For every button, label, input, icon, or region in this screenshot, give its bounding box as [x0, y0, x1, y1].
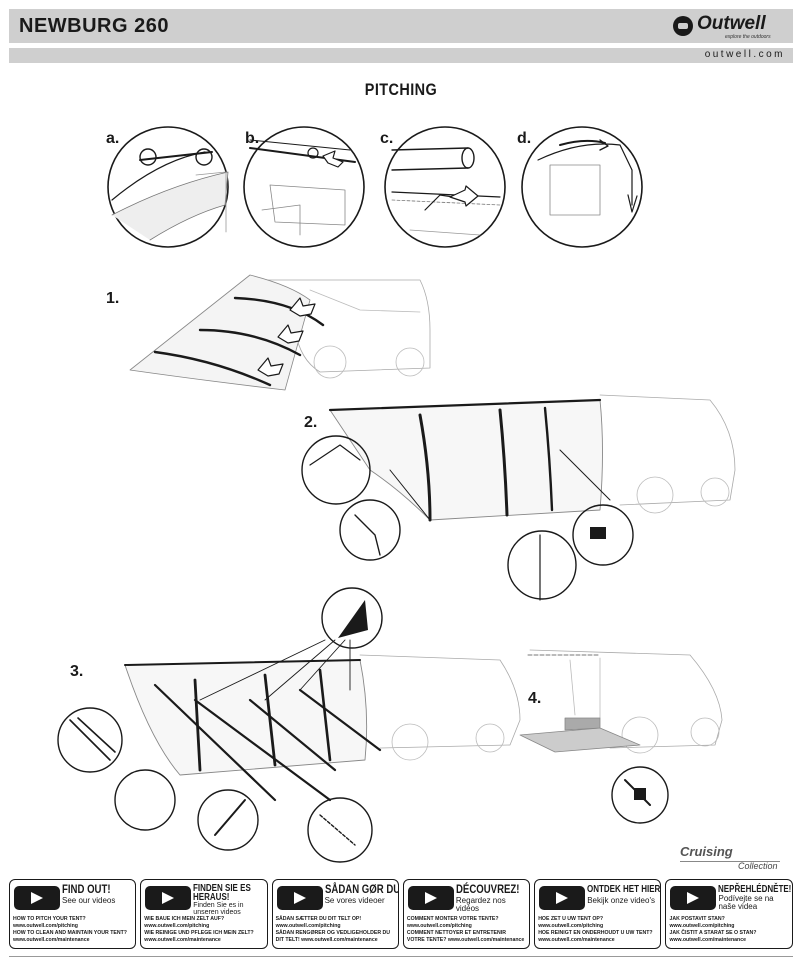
brand-tagline: explore the outdoors — [725, 34, 771, 40]
video-line: HOE REINIGT EN ONDERHOUDT U UW TENT? — [538, 930, 653, 936]
video-lines: HOW TO PITCH YOUR TENT? www.outwell.com/… — [13, 916, 127, 944]
step-label-1: 1. — [106, 290, 120, 307]
play-icon[interactable] — [539, 886, 586, 910]
video-title: ONTDEK HET HIER! — [587, 884, 662, 895]
play-icon[interactable] — [670, 886, 717, 910]
video-subtitle: Se vores videoer — [324, 896, 385, 905]
step-1-figure — [129, 274, 431, 391]
play-icon[interactable] — [145, 886, 192, 910]
video-lines: COMMENT MONTER VOTRE TENTE? www.outwell.… — [407, 916, 524, 944]
step-label-c: c. — [380, 130, 394, 147]
video-line: SÅDAN RENGØRER OG VEDLIGEHOLDER DU — [275, 930, 391, 936]
video-link[interactable]: DIT TELT! www.outwell.com/maintenance — [275, 937, 378, 943]
video-title: NEPŘEHLÉDNĚTE! — [718, 884, 792, 895]
bottom-rule — [9, 956, 793, 957]
video-line: SÅDAN SÆTTER DU DIT TELT OP! — [275, 916, 362, 922]
video-line: JAK POSTAVIT STAN? — [669, 916, 725, 922]
video-link[interactable]: www.outwell.com/pitching — [538, 923, 604, 929]
video-link[interactable]: www.outwell.com/maintenance — [144, 937, 221, 943]
brand-name: Outwell — [697, 13, 766, 34]
play-icon[interactable] — [276, 886, 323, 910]
collection-name: Cruising — [680, 844, 733, 859]
product-title: NEWBURG 260 — [19, 15, 169, 37]
video-line: WIE BAUE ICH MEIN ZELT AUF? — [144, 916, 225, 922]
brand-mark-icon — [673, 16, 693, 36]
section-title: PITCHING — [364, 80, 438, 99]
video-box-cz[interactable]: NEPŘEHLÉDNĚTE! Podívejte se na naše vide… — [665, 879, 793, 949]
play-icon[interactable] — [14, 886, 60, 910]
step-4-figure — [519, 649, 723, 824]
video-lines: SÅDAN SÆTTER DU DIT TELT OP! www.outwell… — [276, 916, 390, 944]
video-link[interactable]: www.outwell.com/pitching — [144, 923, 210, 929]
video-line: HOE ZET U UW TENT OP? — [538, 916, 604, 922]
video-link[interactable]: www.outwell.com/maintenance — [669, 937, 746, 943]
video-link[interactable]: www.outwell.com/pitching — [406, 923, 472, 929]
step-label-d: d. — [517, 130, 532, 147]
detail-b-figure — [243, 126, 365, 248]
video-links-row: FIND OUT! See our videos HOW TO PITCH YO… — [9, 879, 793, 949]
video-subtitle: Podívejte se na naše videa — [718, 894, 774, 911]
video-line: WIE REINIGE UND PFLEGE ICH MEIN ZELT? — [144, 930, 254, 936]
video-lines: JAK POSTAVIT STAN? www.outwell.com/pitch… — [669, 916, 756, 944]
video-line: HOW TO CLEAN AND MAINTAIN YOUR TENT? — [13, 930, 127, 936]
video-title: DÉCOUVREZ! — [455, 882, 520, 896]
detail-a-figure — [107, 126, 229, 248]
collection-logo: Cruising Collection — [680, 844, 780, 874]
video-link[interactable]: www.outwell.com/maintenance — [538, 937, 615, 943]
video-box-de[interactable]: FINDEN SIE ES HERAUS! Finden Sie es in u… — [140, 879, 268, 949]
video-lines: HOE ZET U UW TENT OP? www.outwell.com/pi… — [538, 916, 652, 944]
video-line: JAK ČISTIT A STARAT SE O STAN? — [669, 930, 757, 936]
step-3-figure — [57, 587, 521, 863]
video-lines: WIE BAUE ICH MEIN ZELT AUF? www.outwell.… — [144, 916, 253, 944]
video-link[interactable]: www.outwell.com/pitching — [275, 923, 341, 929]
video-box-dk[interactable]: SÅDAN GØR DU! Se vores videoer SÅDAN SÆT… — [271, 879, 399, 949]
step-label-a: a. — [106, 130, 120, 147]
website-bar: outwell.com — [9, 48, 793, 63]
step-label-3: 3. — [70, 663, 84, 680]
detail-d-figure — [521, 126, 643, 248]
video-title: SÅDAN GØR DU! — [324, 882, 399, 896]
brand-logo: Outwell explore the outdoors — [673, 12, 783, 40]
video-subtitle: Bekijk onze video's — [587, 896, 655, 905]
video-line: COMMENT NETTOYER ET ENTRETENIR — [406, 930, 506, 936]
video-subtitle: See our videos — [62, 896, 116, 905]
step-2-figure — [301, 394, 736, 601]
video-subtitle: Finden Sie es in unseren videos — [193, 902, 244, 916]
header-bar: NEWBURG 260 Outwell explore the outdoors — [9, 9, 793, 43]
video-link[interactable]: www.outwell.com/maintenance — [13, 937, 90, 943]
video-link[interactable]: www.outwell.com/pitching — [669, 923, 735, 929]
video-line: COMMENT MONTER VOTRE TENTE? — [406, 916, 499, 922]
step-label-b: b. — [245, 130, 260, 147]
video-link[interactable]: www.outwell.com/pitching — [13, 923, 78, 929]
step-label-4: 4. — [528, 690, 542, 707]
video-box-fr[interactable]: DÉCOUVREZ! Regardez nos vidéos COMMENT M… — [402, 879, 531, 949]
collection-sub: Collection — [738, 861, 778, 871]
website-link[interactable]: outwell.com — [704, 49, 785, 60]
detail-c-figure — [384, 126, 506, 248]
step-label-2: 2. — [304, 414, 318, 431]
collection-divider — [680, 861, 780, 871]
video-line: HOW TO PITCH YOUR TENT? — [13, 916, 86, 922]
video-title: FINDEN SIE ES HERAUS! — [193, 883, 252, 903]
video-subtitle: Regardez nos vidéos — [455, 896, 506, 913]
play-icon[interactable] — [407, 886, 454, 910]
video-link[interactable]: VOTRE TENTE? www.outwell.com/maintenance — [406, 937, 525, 943]
video-box-nl[interactable]: ONTDEK HET HIER! Bekijk onze video's HOE… — [534, 879, 662, 949]
video-title: FIND OUT! — [62, 882, 111, 896]
video-box-en[interactable]: FIND OUT! See our videos HOW TO PITCH YO… — [9, 879, 137, 949]
